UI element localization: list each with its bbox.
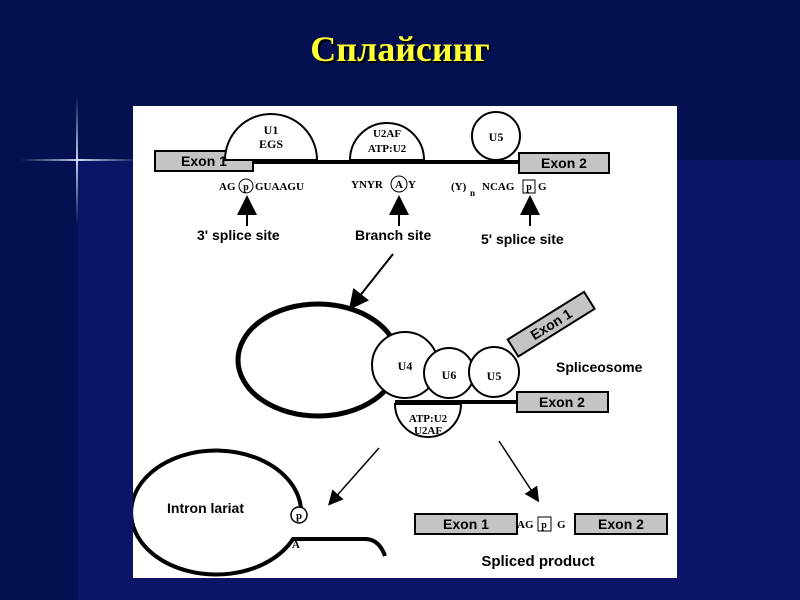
u6-label: U6	[442, 368, 457, 382]
u2af-label: U2AF	[373, 128, 401, 140]
top-pre-mrna: Exon 1 Exon 2 U1 EGS U2AF ATP:U2 U5 AG p…	[154, 111, 610, 247]
seq-left-p: p	[243, 182, 249, 193]
seq-mid-a: A	[395, 179, 403, 191]
atp-u2-label: ATP:U2	[368, 143, 407, 155]
u5-label: U5	[489, 130, 504, 144]
product-exon1-label: Exon 1	[443, 516, 489, 532]
arrow-to-lariat	[328, 447, 380, 506]
exon2-lower-box	[516, 391, 609, 413]
u5-label-lower: U5	[487, 369, 502, 383]
product-p-box	[537, 516, 552, 532]
product-label: Spliced product	[481, 553, 594, 570]
seq-right-y: (Y)	[451, 181, 467, 193]
u5-snrnp-lower	[468, 346, 520, 398]
seq-left-rest: GUAAGU	[255, 181, 304, 193]
intron-lariat: p A Intron lariat	[133, 448, 387, 577]
u1-label: U1	[264, 123, 279, 137]
diagram-panel: Exon 1 Exon 2 U1 EGS U2AF ATP:U2 U5 AG p…	[133, 106, 677, 578]
seq-right-g: G	[538, 181, 547, 193]
lariat-a: A	[292, 539, 300, 551]
lariat-p-circle	[290, 506, 308, 524]
seq-mid-right: Y	[408, 179, 416, 191]
label-branch: Branch site	[355, 227, 431, 243]
u2af-snrnp	[348, 122, 426, 161]
exon2-lower-label: Exon 2	[539, 394, 585, 410]
atp-u2-lower-label: ATP:U2	[409, 413, 448, 425]
background-left-strip	[0, 0, 78, 600]
spliceosome-complex: U4 U6 U5 Exon 1 Spliceosome Exon 2 ATP:U…	[235, 290, 643, 438]
exon2-box	[518, 152, 610, 174]
product-exon1-box	[414, 513, 518, 535]
slide-title: Сплайсинг	[310, 29, 490, 69]
splicing-diagram: Exon 1 Exon 2 U1 EGS U2AF ATP:U2 U5 AG p…	[133, 111, 668, 577]
seq-right-p-box	[522, 179, 536, 194]
egs-label: EGS	[259, 137, 283, 151]
arrow-to-product	[498, 440, 540, 503]
seq-right-n: n	[470, 188, 475, 198]
lariat-loop	[133, 448, 387, 577]
spliceosome-label: Spliceosome	[556, 359, 643, 375]
exon1-tilted: Exon 1	[506, 290, 597, 358]
product-exon2-label: Exon 2	[598, 516, 644, 532]
exon1-tilted-box	[506, 290, 597, 358]
product-ag: AG	[517, 519, 534, 531]
seq-mid-left: YNYR	[351, 179, 384, 191]
label-5prime: 5' splice site	[481, 231, 564, 247]
exon2-label: Exon 2	[541, 155, 587, 171]
arrow-to-spliceosome	[348, 253, 394, 310]
product-g: G	[557, 519, 566, 531]
atp-u2-snrnp	[393, 403, 463, 438]
u4-label: U4	[398, 359, 413, 373]
product-p: p	[541, 520, 547, 531]
label-3prime: 3' splice site	[197, 227, 280, 243]
u1-snrnp	[223, 113, 319, 161]
u5-snrnp	[471, 111, 521, 161]
lariat-p: p	[296, 510, 302, 522]
product-exon2-box	[574, 513, 668, 535]
seq-mid-a-circle	[390, 175, 408, 193]
u2af-lower-label: U2AF	[414, 425, 442, 437]
seq-left-p-circle	[238, 178, 254, 194]
spliced-product: Exon 1 AG p G Exon 2 Spliced product	[414, 513, 668, 570]
seq-right-p: p	[526, 182, 532, 193]
seq-right-ncag: NCAG	[482, 181, 515, 193]
exon1-label: Exon 1	[181, 153, 227, 169]
sparkle-horizontal	[20, 159, 140, 161]
lariat-label: Intron lariat	[167, 500, 244, 516]
seq-left-ag: AG	[219, 181, 236, 193]
